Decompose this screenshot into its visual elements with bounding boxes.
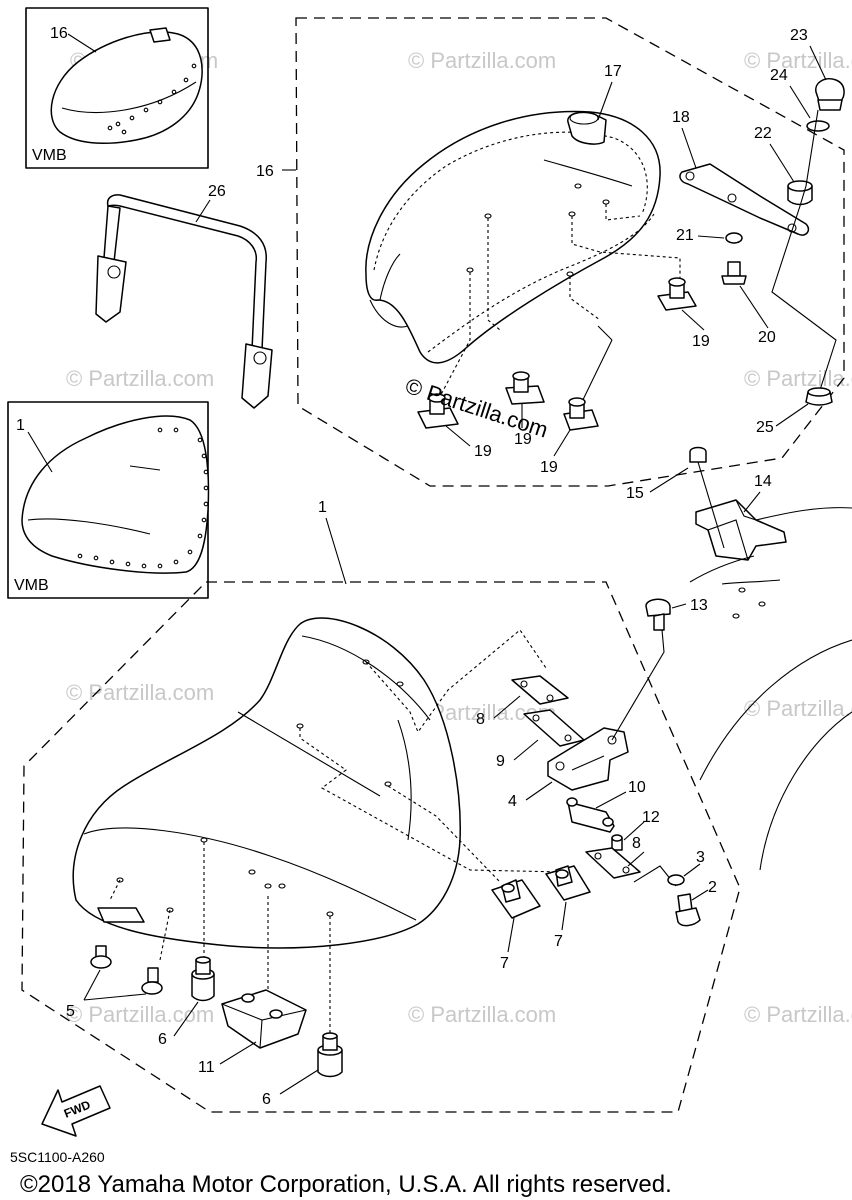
rear-seat-outline	[50, 31, 203, 145]
damper-block	[221, 989, 307, 1049]
bolt	[90, 945, 112, 969]
washer	[725, 232, 743, 244]
callout-19: 19	[474, 443, 492, 460]
watermark-text: © Partzilla.com	[66, 680, 214, 705]
bolt	[689, 446, 707, 463]
callout-9: 9	[496, 753, 505, 770]
callout-26: 26	[208, 183, 226, 200]
callout-8: 8	[476, 711, 485, 728]
callout-1-inset: 1	[16, 417, 25, 434]
callout-4: 4	[508, 793, 517, 810]
frame-outline	[759, 711, 852, 871]
inset-vmb-rear-seat: 16 VMB	[25, 7, 209, 169]
bolt	[645, 598, 671, 631]
seat-bracket	[547, 727, 629, 791]
callout-17: 17	[604, 63, 622, 80]
seat-clip	[657, 277, 697, 311]
seat-clip	[505, 371, 545, 405]
callout-12: 12	[642, 809, 660, 826]
seat-plate	[585, 847, 641, 879]
grab-bar-right-bracket	[241, 343, 273, 409]
frame-outline	[699, 639, 852, 781]
callout-16-inset: 16	[50, 25, 68, 42]
seat-clip	[545, 865, 591, 901]
callout-10: 10	[628, 779, 646, 796]
callout-19: 19	[514, 431, 532, 448]
seat-clip	[491, 879, 541, 919]
seat-tab	[97, 907, 145, 923]
callout-1: 1	[318, 499, 327, 516]
inset-vmb-front-seat: 1 VMB	[7, 401, 210, 599]
spacer	[317, 1032, 343, 1078]
seat-plate	[523, 709, 585, 747]
callout-7: 7	[500, 955, 509, 972]
washer	[806, 120, 830, 132]
watermark-text: © Partzilla.com	[66, 366, 214, 391]
rear-seat	[365, 110, 661, 364]
washer	[667, 874, 685, 886]
watermark-text: © Partzilla.com	[744, 366, 852, 391]
spacer	[191, 956, 215, 1002]
seat-hook	[566, 797, 615, 833]
watermark-text: © Partzilla.com	[66, 1002, 214, 1027]
rear-seat-grip	[149, 27, 171, 43]
front-seat	[72, 617, 461, 949]
watermark-text: © Partzilla.com	[408, 1002, 556, 1027]
seat-lock-bracket: 15 14	[626, 446, 852, 619]
inset-vmb-label: VMB	[32, 147, 67, 164]
callout-23: 23	[790, 27, 808, 44]
callout-14: 14	[754, 473, 772, 490]
watermark-text: © Partzilla.com	[744, 696, 852, 721]
diagram-code: 5SC1100-A260	[10, 1149, 105, 1165]
callout-8: 8	[632, 835, 641, 852]
callout-6: 6	[262, 1091, 271, 1108]
bolt	[721, 275, 747, 285]
forward-arrow-icon: FWD	[41, 1085, 111, 1137]
callout-7: 7	[554, 933, 563, 950]
callout-25: 25	[756, 419, 774, 436]
callout-6: 6	[158, 1031, 167, 1048]
bolt	[141, 967, 163, 995]
seat-lock-bracket-body	[695, 499, 787, 561]
callout-20: 20	[758, 329, 776, 346]
watermark-text: © Partzilla.com	[744, 48, 852, 73]
callout-22: 22	[754, 125, 772, 142]
callout-21: 21	[676, 227, 694, 244]
rear-seat-group: 16 17 18 21	[256, 17, 845, 487]
collar	[611, 834, 623, 851]
callout-19: 19	[692, 333, 710, 350]
bolt	[675, 893, 701, 927]
callout-15: 15	[626, 485, 644, 502]
callout-11: 11	[198, 1059, 215, 1076]
callout-19: 19	[540, 459, 558, 476]
watermark-center: © Partzilla.com	[402, 373, 551, 443]
front-seat-group: 1 5	[21, 499, 741, 1113]
watermark-text: © Partzilla.com	[744, 1002, 852, 1027]
callout-16: 16	[256, 163, 274, 180]
callout-3: 3	[696, 849, 705, 866]
watermark-text: © Partzilla.com	[408, 48, 556, 73]
seat-plate	[511, 675, 569, 705]
seat-clip	[417, 393, 459, 429]
inset-vmb-label: VMB	[14, 577, 49, 594]
callout-13: 13	[690, 597, 708, 614]
watermarks: © Partzilla.com © Partzilla.com © Partzi…	[66, 48, 852, 1027]
grab-bar-left-bracket	[95, 255, 127, 323]
grab-bar: 26	[95, 183, 273, 409]
copyright-notice: ©2018 Yamaha Motor Corporation, U.S.A. A…	[20, 1171, 672, 1198]
callout-5: 5	[66, 1003, 75, 1020]
front-seat-inset-outline	[21, 415, 210, 574]
callout-24: 24	[770, 67, 788, 84]
callout-18: 18	[672, 109, 690, 126]
callout-2: 2	[708, 879, 717, 896]
seat-bracket	[679, 163, 810, 236]
seat-clip	[563, 397, 599, 431]
